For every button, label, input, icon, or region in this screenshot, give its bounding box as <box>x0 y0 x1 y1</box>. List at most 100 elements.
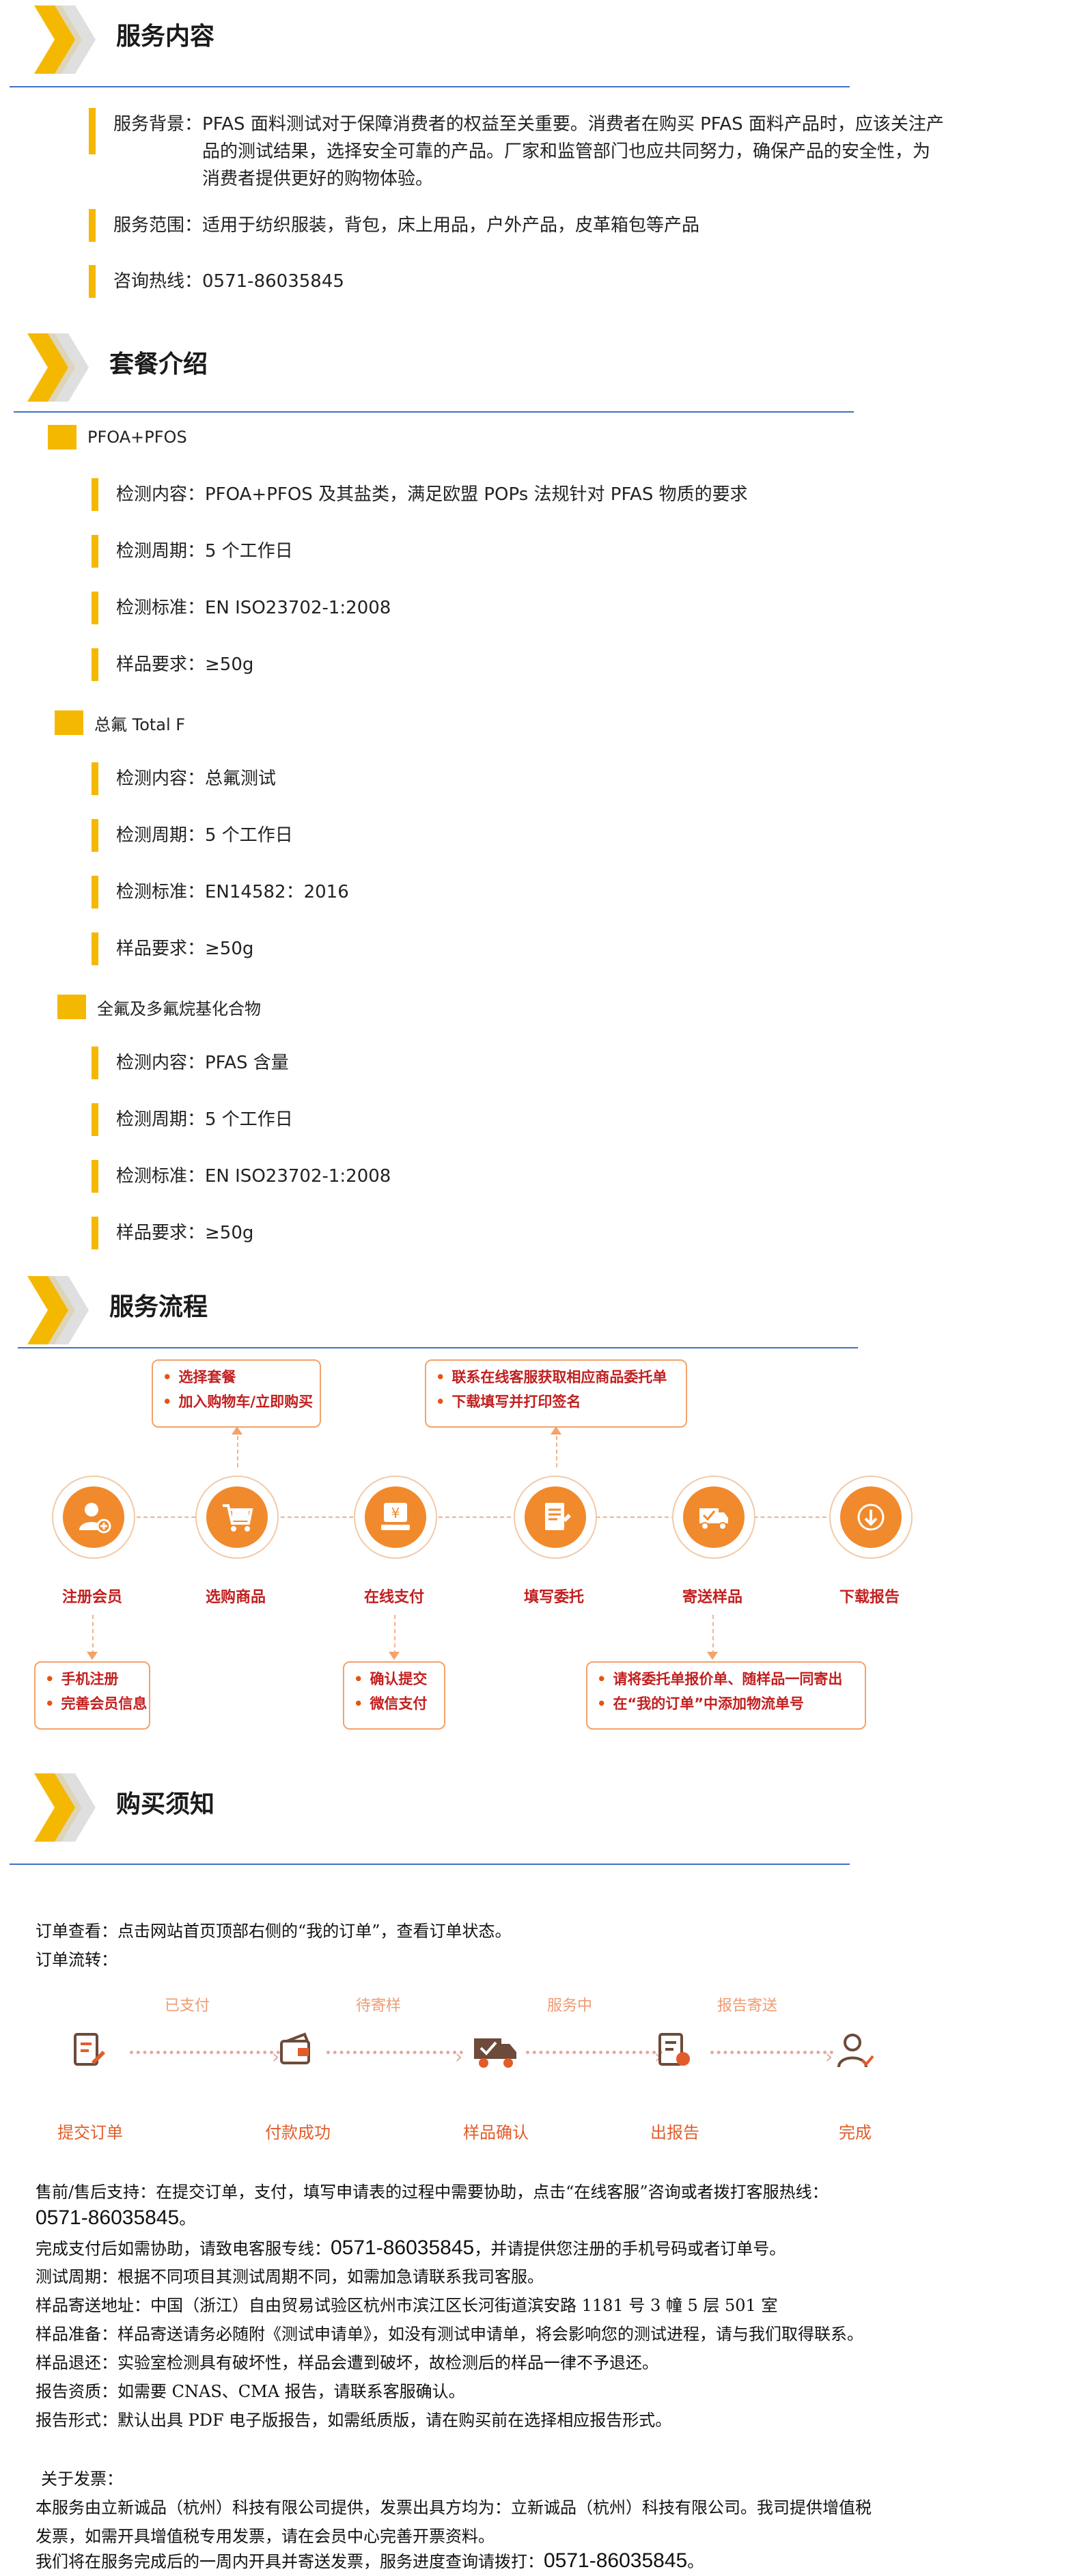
flow-step-label: 提交订单 <box>57 2123 123 2142</box>
process-connector <box>394 1615 395 1654</box>
item-line: 适用于纺织服装，背包，床上用品，户外产品，皮革箱包等产品 <box>202 215 700 236</box>
punct: 。 <box>179 2209 196 2228</box>
step-fill <box>514 1476 597 1559</box>
package-row: 检测周期：5 个工作日 <box>92 535 293 568</box>
item-line: 品的测试结果，选择安全可靠的产品。厂家和监管部门也应共同努力，确保产品的安全性，… <box>202 141 931 162</box>
step-ship <box>672 1476 755 1559</box>
note-text: 确认提交 <box>370 1671 428 1687</box>
arrow-up-icon <box>232 1426 242 1435</box>
report-icon <box>658 2033 690 2066</box>
package-row: 样品要求：≥50g <box>92 648 253 681</box>
section-title: 套餐介绍 <box>109 350 208 378</box>
flow-stage: 已支付 <box>164 1997 210 2014</box>
service-background: 服务背景：PFAS 面料测试对于保障消费者的权益至关重要。消费者在购买 PFAS… <box>89 108 944 193</box>
arrow-up-icon <box>551 1426 561 1435</box>
step-label: 寄送样品 <box>682 1589 742 1606</box>
note-text: 完善会员信息 <box>61 1695 148 1712</box>
item-line: 消费者提供更好的购物体验。 <box>202 169 434 189</box>
step-label: 下载报告 <box>839 1589 900 1606</box>
complete-user-icon <box>837 2034 874 2068</box>
arrow-down-icon <box>87 1652 98 1660</box>
step-pay: ¥ <box>354 1476 437 1559</box>
flow-dots <box>130 2051 280 2057</box>
period-text: 测试周期：根据不同项目其测试周期不同，如需加急请联系我司客服。 <box>36 2267 544 2286</box>
row-text: 检测内容：总氟测试 <box>116 768 277 789</box>
download-icon <box>857 1504 885 1531</box>
step-register <box>52 1476 135 1559</box>
package-row: 检测周期：5 个工作日 <box>92 1103 293 1136</box>
chevron-logo-icon <box>27 1276 89 1344</box>
step-label: 在线支付 <box>363 1589 424 1606</box>
assist-phone[interactable]: 0571-86035845 <box>331 2236 475 2259</box>
item-label: 服务范围： <box>113 215 203 236</box>
arrow-down-icon <box>389 1652 400 1660</box>
submit-order-icon <box>74 2033 105 2066</box>
row-text: 检测周期：5 个工作日 <box>116 541 293 562</box>
package-row: 检测内容：总氟测试 <box>92 762 276 795</box>
step-shop <box>195 1476 279 1559</box>
row-text: 检测周期：5 个工作日 <box>116 825 293 846</box>
order-flow-label: 订单流转： <box>36 1950 117 1969</box>
sample-confirm-truck-icon <box>474 2038 516 2068</box>
chevron-logo-icon <box>34 1773 96 1842</box>
yellow-square-icon <box>55 710 83 735</box>
return-text: 样品退还：实验室检测具有破坏性，样品会遭到破坏，故检测后的样品一律不予退还。 <box>36 2353 658 2372</box>
arrow-down-icon <box>707 1652 718 1660</box>
section-divider <box>14 411 854 413</box>
flow-stage: 服务中 <box>546 1997 592 2014</box>
format-text: 报告形式：默认出具 PDF 电子版报告，如需纸质版，请在购买前在选择相应报告形式… <box>36 2411 672 2430</box>
step-label: 选购商品 <box>205 1589 266 1606</box>
support-phone[interactable]: 0571-86035845 <box>36 2206 180 2229</box>
process-connector <box>712 1615 714 1654</box>
assist-text: ，并请提供您注册的手机号码或者订单号。 <box>474 2239 786 2258</box>
package-heading: 总氟 Total F <box>55 710 185 735</box>
section-header-service: 服务内容 <box>27 0 867 82</box>
flow-stage: 报告寄送 <box>717 1997 777 2014</box>
invoice-text: 我们将在服务完成后的一周内开具并寄送发票，服务进度查询请拨打： <box>36 2552 544 2571</box>
delivery-truck-icon <box>699 1508 728 1530</box>
package-row: 样品要求：≥50g <box>92 932 253 965</box>
package-row: 检测内容：PFOA+PFOS 及其盐类，满足欧盟 POPs 法规针对 PFAS … <box>92 478 748 511</box>
flow-stage: 待寄样 <box>355 1997 401 2014</box>
invoice-text: 本服务由立新诚品（杭州）科技有限公司提供，发票出具方均为：立新诚品（杭州）科技有… <box>36 2498 872 2517</box>
invoice-phone[interactable]: 0571-86035845 <box>544 2549 688 2572</box>
user-add-icon <box>79 1503 111 1534</box>
package-heading: PFOA+PFOS <box>48 425 187 449</box>
note-text: 微信支付 <box>370 1695 428 1712</box>
row-text: 样品要求：≥50g <box>116 939 254 959</box>
item-line: PFAS 面料测试对于保障消费者的权益至关重要。消费者在购买 PFAS 面料产品… <box>202 114 944 135</box>
section-title: 服务内容 <box>116 23 215 51</box>
invoice-text: 发票，如需开具增值税专用发票，请在会员中心完善开票资料。 <box>36 2527 495 2546</box>
row-text: 检测内容：PFOA+PFOS 及其盐类，满足欧盟 POPs 法规针对 PFAS … <box>116 484 748 505</box>
chevron-right-icon: › <box>272 2045 280 2068</box>
step-label: 注册会员 <box>61 1589 122 1606</box>
process-note-box: •联系在线客服获取相应商品委托单 •下载填写并打印签名 <box>425 1359 687 1428</box>
punct: 。 <box>687 2552 704 2571</box>
chevron-right-icon: › <box>825 2045 833 2068</box>
note-text: 下载填写并打印签名 <box>451 1394 581 1410</box>
item-label: 咨询热线： <box>113 271 203 292</box>
section-header-process: 服务流程 <box>20 1271 861 1353</box>
hotline-number: 0571-86035845 <box>202 271 344 292</box>
package-row: 检测标准：EN ISO23702-1:2008 <box>92 592 391 624</box>
process-note-box: •确认提交 •微信支付 <box>343 1661 445 1730</box>
yellow-square-icon <box>57 995 86 1019</box>
section-header-purchase: 购买须知 <box>27 1768 867 1850</box>
flow-step-label: 样品确认 <box>463 2123 529 2142</box>
process-connector <box>237 1429 238 1467</box>
flow-dots <box>326 2051 463 2057</box>
section-divider <box>10 86 850 87</box>
row-text: 检测内容：PFAS 含量 <box>116 1053 289 1073</box>
flow-step-label: 完成 <box>839 2123 872 2142</box>
section-divider <box>18 1347 858 1348</box>
flow-step-label: 付款成功 <box>265 2123 331 2142</box>
order-view-text: 订单查看：点击网站首页顶部右侧的“我的订单”，查看订单状态。 <box>36 1922 512 1941</box>
row-text: 检测标准：EN ISO23702-1:2008 <box>116 1166 391 1187</box>
payment-icon: ¥ <box>381 1503 410 1530</box>
process-note-box: •手机注册 •完善会员信息 <box>34 1661 150 1730</box>
row-text: 检测周期：5 个工作日 <box>116 1109 293 1130</box>
package-name: 总氟 Total F <box>94 715 186 734</box>
invoice-title: 关于发票： <box>41 2469 123 2489</box>
chevron-right-icon: › <box>455 2045 463 2068</box>
address-text: 样品寄送地址：中国（浙江）自由贸易试验区杭州市滨江区长河街道滨安路 1181 号… <box>36 2296 778 2315</box>
